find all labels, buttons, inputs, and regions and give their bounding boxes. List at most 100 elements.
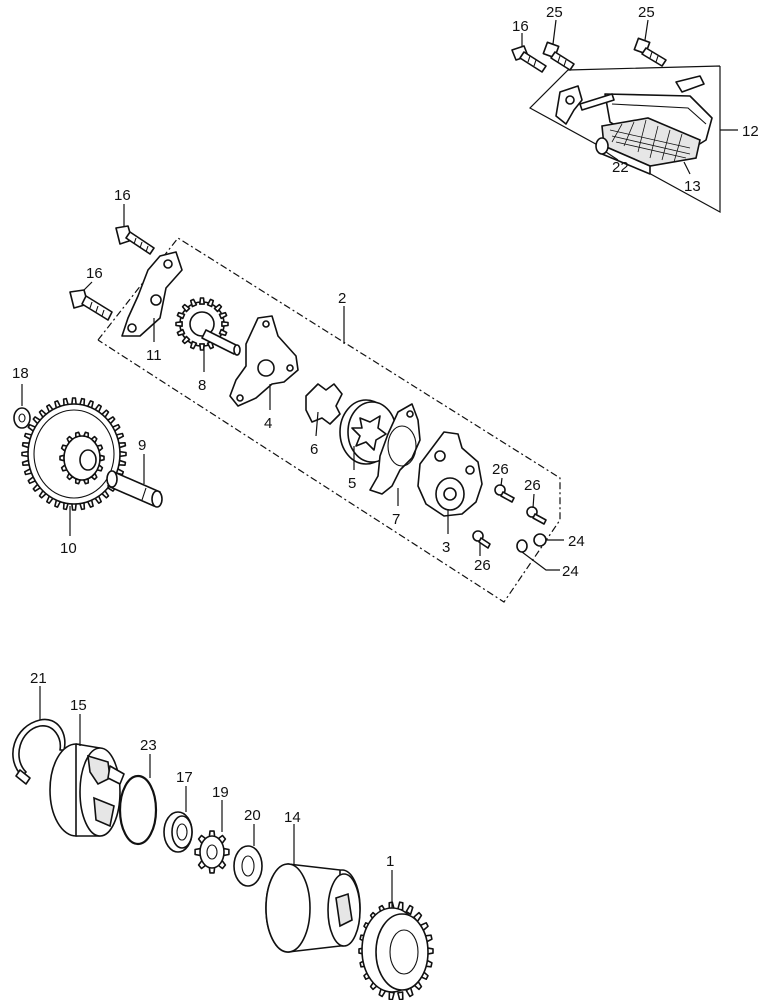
leader-26a	[500, 477, 503, 487]
callout-2: 2	[338, 290, 346, 307]
gear-tooth	[199, 297, 205, 305]
gear-tooth	[176, 328, 186, 337]
gear-tooth	[397, 991, 404, 1000]
callout-21: 21	[30, 670, 47, 687]
gear-tooth	[218, 311, 228, 320]
pump-cover-hole-1	[262, 320, 270, 328]
washer-18	[13, 407, 31, 429]
callout-8: 8	[198, 377, 206, 394]
oil-pump-assembly-group	[69, 204, 564, 603]
callout-24-a: 24	[568, 533, 585, 550]
bolt-16-lower	[69, 289, 113, 321]
leader-16-lower	[83, 281, 93, 291]
strainer-bracket-hole	[565, 95, 575, 105]
callout-20: 20	[244, 807, 261, 824]
callout-10: 10	[60, 540, 77, 557]
callout-26-b: 26	[524, 477, 541, 494]
gear-tooth	[221, 320, 229, 328]
gear-tooth	[181, 303, 191, 313]
callout-15: 15	[70, 697, 87, 714]
callout-1: 1	[386, 853, 394, 870]
callout-3: 3	[442, 539, 450, 556]
snap-ring-21-eye	[15, 769, 31, 785]
leader-13	[683, 161, 691, 175]
callout-4: 4	[264, 415, 272, 432]
leader-24b	[521, 551, 560, 571]
bearing-17	[163, 811, 193, 853]
gear-tooth	[189, 298, 198, 308]
gear-tooth	[388, 991, 395, 1000]
callout-11: 11	[146, 347, 162, 364]
starter-gear-1	[358, 901, 434, 1000]
pump-cover-hole-2	[286, 364, 294, 372]
strainer-bracket	[555, 85, 583, 125]
bracket-hole-top	[163, 259, 173, 269]
callout-14: 14	[284, 809, 301, 826]
oil-strainer-assembly-group	[511, 19, 738, 214]
bolt-25-left	[542, 41, 575, 71]
gear-tooth	[175, 320, 183, 328]
callout-19: 19	[212, 784, 229, 801]
pump-driven-gear-10	[21, 397, 127, 511]
gasket-7-opening	[387, 425, 417, 467]
callout-9: 9	[138, 437, 146, 454]
callout-17: 17	[176, 769, 193, 786]
lock-washer-19	[194, 830, 230, 874]
gear-tooth	[189, 340, 198, 350]
callout-labels: 1 2 3 4 5 6 7 8 9 10 11 12 13 14 15 16 1…	[12, 4, 759, 870]
screw-26-c	[472, 530, 491, 549]
callout-5: 5	[348, 475, 356, 492]
callout-22: 22	[612, 159, 629, 176]
callout-12: 12	[742, 123, 759, 140]
callout-7: 7	[392, 511, 400, 528]
pump-bracket-11	[121, 251, 183, 337]
starter-clutch-group	[12, 686, 434, 1000]
pump-body-port	[434, 450, 446, 462]
callout-16-lower: 16	[86, 265, 103, 282]
leader-25-left	[552, 19, 557, 45]
leader-22	[605, 151, 619, 161]
pump-body-3	[417, 431, 483, 517]
pump-cover-hole-3	[236, 394, 244, 402]
washer-20	[233, 845, 263, 887]
leader-6	[315, 411, 319, 437]
leader-26b	[532, 493, 535, 509]
gear-tooth	[213, 303, 223, 313]
callout-25-left: 25	[546, 4, 563, 21]
callout-6: 6	[310, 441, 318, 458]
pump-shaft-9	[106, 470, 163, 508]
pump-cover-center-bore	[257, 359, 275, 377]
callout-16-middle: 16	[114, 187, 131, 204]
bracket-hole-mid	[150, 294, 162, 306]
bracket-hole-bottom	[127, 323, 137, 333]
o-ring-24-b	[516, 539, 528, 553]
gear-tooth	[405, 904, 414, 916]
bolt-16-top	[511, 45, 547, 73]
callout-13: 13	[684, 178, 701, 195]
screw-26-b	[526, 506, 547, 525]
pump-body-hole	[465, 465, 475, 475]
gear-tooth	[206, 298, 215, 308]
o-ring-23	[118, 774, 158, 846]
pump-drive-gear-8	[175, 297, 241, 356]
gear-tooth	[176, 311, 186, 320]
callout-26-c: 26	[474, 557, 491, 574]
gear-tooth	[218, 328, 228, 337]
strainer-arm	[579, 93, 615, 111]
callout-23: 23	[140, 737, 157, 754]
callout-16-top: 16	[512, 18, 529, 35]
bolt-25-right	[633, 37, 667, 67]
driven-gear-group	[13, 384, 163, 536]
screw-26-a	[494, 484, 515, 503]
strainer-screen-mesh	[609, 119, 691, 163]
callout-25-right: 25	[638, 4, 655, 21]
gasket-7	[369, 403, 421, 495]
gasket-7-hole	[406, 410, 414, 418]
callout-18: 18	[12, 365, 29, 382]
clutch-hub-15	[49, 743, 125, 837]
inner-rotor-6	[305, 383, 343, 425]
callout-24-b: 24	[562, 563, 579, 580]
gear-tooth	[181, 335, 191, 345]
callout-26-a: 26	[492, 461, 509, 478]
strainer-tab	[675, 75, 705, 93]
